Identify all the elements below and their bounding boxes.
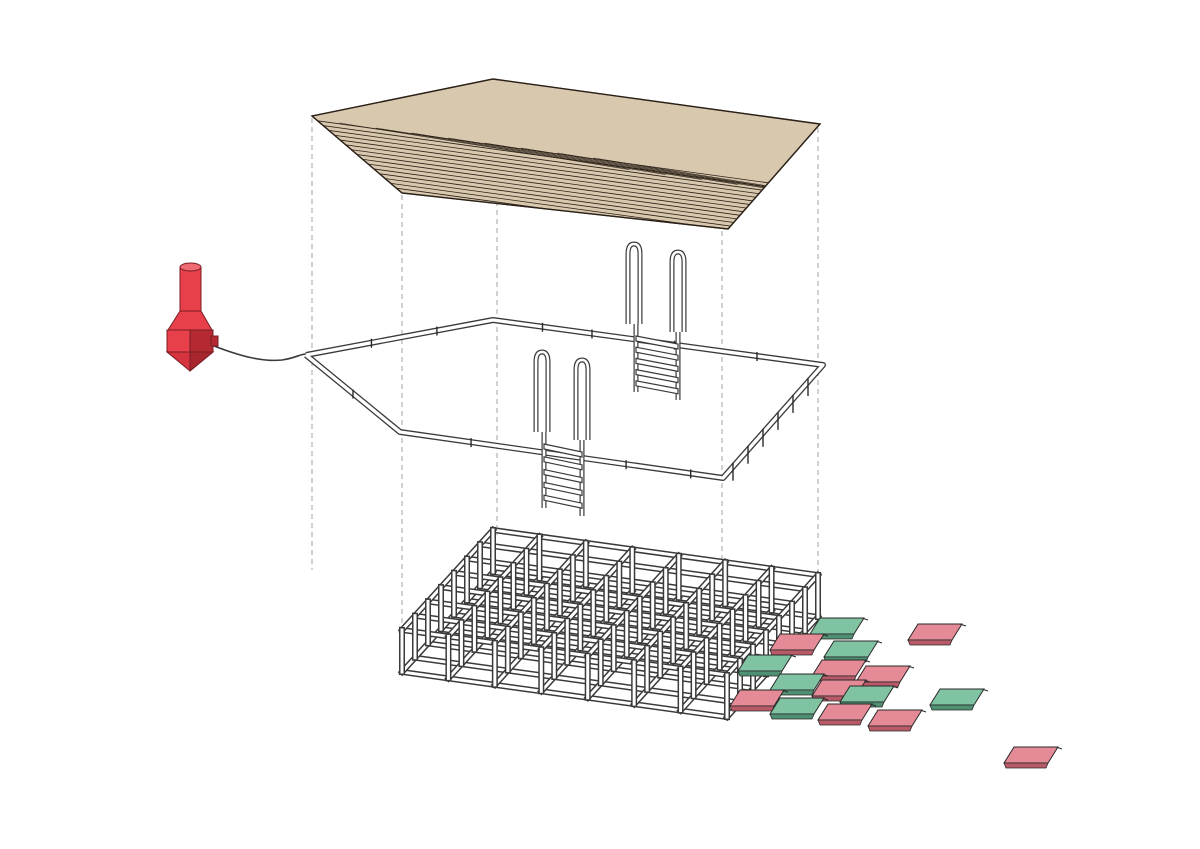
- ladder-step: [543, 443, 583, 458]
- steel-grid-frame: [397, 525, 823, 722]
- float-cushion-pink: [867, 709, 927, 732]
- perimeter-railing: [304, 317, 826, 481]
- ladder-step: [543, 468, 583, 484]
- frame-tube: [413, 656, 742, 705]
- float-cushion-pink: [855, 665, 915, 688]
- ladder-step: [635, 346, 679, 361]
- deck-plank-line: [345, 172, 820, 229]
- float-cushions: [729, 617, 1063, 769]
- float-cushion-green: [769, 673, 829, 696]
- mooring-cable: [213, 345, 307, 362]
- pool-ladder-back: [625, 241, 687, 400]
- float-cushion-green: [823, 640, 883, 663]
- mooring-buoy: [165, 262, 219, 373]
- deck-seam-line: [520, 147, 812, 195]
- float-cushion-green: [929, 688, 989, 711]
- ladder-step: [635, 380, 679, 395]
- ladder-handrail: [573, 357, 591, 440]
- ladder-step: [543, 481, 583, 497]
- ladder-handrail: [669, 249, 687, 332]
- ladder-step: [635, 368, 679, 384]
- ladder-step: [543, 494, 583, 509]
- float-cushion-pink: [769, 633, 829, 656]
- float-cushion-pink: [729, 689, 789, 712]
- deck-plank-line: [339, 167, 820, 229]
- ladder-step: [635, 357, 679, 373]
- float-cushion-green: [769, 697, 829, 720]
- deck-plank-line: [350, 177, 820, 229]
- deck-seam-line: [339, 122, 630, 170]
- ladder-step: [543, 456, 583, 471]
- wooden-deck-panel: [310, 78, 822, 230]
- ladder-handrail: [625, 241, 643, 324]
- deck-surface: [310, 78, 822, 230]
- deck-seam-line: [448, 137, 739, 185]
- float-cushion-pink: [907, 623, 967, 646]
- deck-seam-line: [375, 127, 666, 175]
- deck-seam-line: [593, 157, 820, 205]
- frame-tube: [478, 542, 807, 591]
- ladder-step: [635, 335, 679, 350]
- deck-plank-line: [312, 124, 820, 203]
- pool-ladder-front: [533, 349, 591, 516]
- deck-seam-line: [411, 132, 703, 180]
- float-cushion-pink: [817, 703, 877, 726]
- deck-seam-line: [484, 142, 775, 190]
- frame-tube: [400, 670, 729, 719]
- float-cushion-green: [737, 654, 797, 677]
- ladder-handrail: [533, 349, 551, 432]
- float-cushion-pink: [1003, 746, 1063, 769]
- frame-tube: [491, 528, 820, 577]
